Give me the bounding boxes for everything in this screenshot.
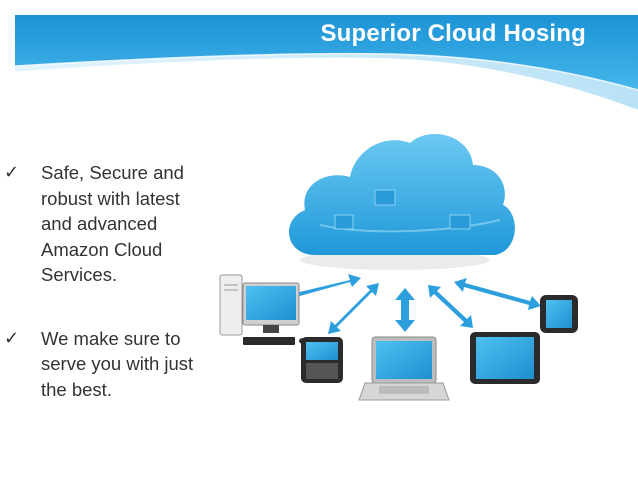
arrow-icon (278, 274, 541, 334)
smartphone-icon (301, 337, 343, 383)
tablet-icon (470, 332, 540, 384)
desktop-computer-icon (219, 274, 307, 345)
laptop-icon (358, 336, 450, 401)
smartphone-icon (540, 295, 578, 333)
check-icon: ✓ (4, 327, 20, 348)
bullet-text: Safe, Secure and robust with latest and … (41, 162, 184, 285)
bullet-list: ✓ Safe, Secure and robust with latest an… (2, 160, 207, 402)
header-banner: Superior Cloud Hosing (0, 0, 638, 120)
bullet-text: We make sure to serve you with just the … (41, 327, 194, 400)
banner-wave (14, 15, 638, 111)
bullet-item: ✓ Safe, Secure and robust with latest an… (2, 160, 207, 288)
cloud-devices-illustration (219, 134, 578, 401)
cloud-icon (288, 134, 515, 270)
slide-title: Superior Cloud Hosing (320, 20, 586, 47)
bullet-item: ✓ We make sure to serve you with just th… (2, 326, 207, 403)
check-icon: ✓ (4, 162, 20, 182)
